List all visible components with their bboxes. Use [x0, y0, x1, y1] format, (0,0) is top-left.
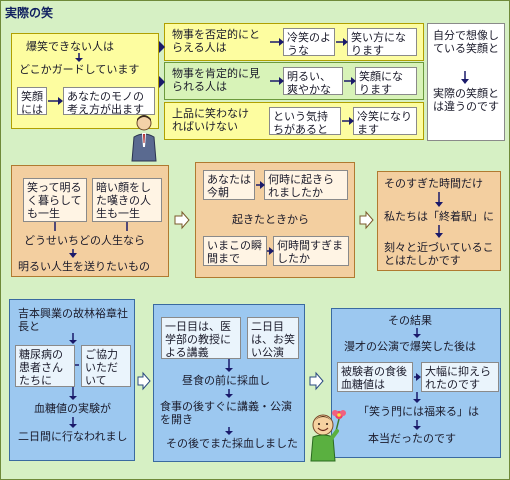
- businessman-figure: [131, 115, 157, 162]
- s1-r1b-box: 冷笑のような: [283, 28, 335, 56]
- s3-c5-text: 「笑う門には福来る」は: [358, 405, 479, 418]
- s3-b3-text: 昼食の前に採血し: [182, 374, 270, 387]
- s2-c2-text: 私たちは「終着駅」に: [384, 210, 494, 223]
- s2-connectors: [54, 181, 443, 258]
- smiling-character: [310, 410, 346, 462]
- s1-r2b-box: 明るい、爽やかな: [283, 67, 343, 95]
- s2-panel-c: [377, 171, 501, 271]
- s2-c1-text: そのすぎた時間だけ: [384, 177, 483, 190]
- s2-c3-text: 刻々と近づいていることはたしかです: [384, 241, 494, 267]
- s3-b4-text: 食事の後すぐに講義・公演を開き: [160, 400, 292, 426]
- s1-r1a-text: 物事を否定的にとらえる人は: [172, 28, 260, 54]
- s2-b1-box: あなたは今朝: [203, 170, 255, 200]
- s3-c2-text: 漫才の公演で爆笑した後は: [344, 340, 476, 353]
- s1-r3a-text: 上品に笑わなければいけない: [172, 107, 249, 133]
- s3-b1-box: 一日目は、医学部の教授による講義: [161, 317, 241, 359]
- s3-a5-text: 二日間に行なわれました: [18, 430, 128, 444]
- s1-r3c-box: 冷笑になります: [353, 107, 417, 135]
- s3-c3-box: 被験者の食後血糖値は: [337, 362, 413, 392]
- s3-b2-box: 二日目は、お笑い公演: [247, 317, 299, 359]
- s2-a3-text: どうせいちどの人生なら: [24, 234, 145, 247]
- s3-c1-text: その結果: [388, 314, 432, 327]
- s1-connectors: [48, 38, 469, 125]
- s2-b2-box: 何時に起きられましたか: [264, 170, 348, 200]
- s1-left-a-box: 笑顔には: [17, 87, 47, 115]
- s3-a2-box: 糖尿病の患者さんたちに: [15, 345, 75, 387]
- s2-a2-box: 暗い顔をした嘆きの人生も一生: [92, 178, 162, 222]
- s1-left-top-text: 爆笑できない人は: [26, 40, 114, 53]
- s1-left-b-box: あなたのモノの考え方が出ます: [63, 87, 155, 115]
- s1-r3b-box: という気持ちがあると: [269, 107, 341, 135]
- s2-b4-box: いまこの瞬間まで: [203, 236, 267, 266]
- s3-b5-text: その後でまた採血しました: [166, 437, 298, 450]
- s3-a1-text: 吉本興業の故林裕章社長と: [18, 307, 128, 333]
- s2-b3-text: 起きたときから: [232, 213, 309, 226]
- s1-r1c-box: 笑い方になります: [347, 28, 417, 56]
- s1-left-mid-text: どこかガードしています: [19, 63, 140, 76]
- s1-r2c-box: 笑顔になります: [355, 67, 417, 95]
- s2-a4-text: 明るい人生を送りたいもの: [18, 260, 150, 273]
- s1-side-a-text: 自分で想像している笑顔と: [433, 29, 499, 55]
- s1-r2a-text: 物事を肯定的に見られる人は: [172, 67, 260, 93]
- s2-b5-box: 何時間すぎましたか: [273, 236, 349, 266]
- s3-a4-text: 血糖値の実験が: [34, 402, 111, 415]
- page-title: 実際の笑: [5, 6, 54, 20]
- s3-c6-text: 本当だったのです: [368, 432, 456, 445]
- s2-a1-box: 笑って明るく暮らしても一生: [23, 178, 87, 222]
- s1-side-b-text: 実際の笑顔とは違うのです: [433, 87, 499, 113]
- s3-c4-box: 大幅に抑えられたのです: [421, 362, 499, 392]
- s3-a3-box: ご協力いただいて: [81, 345, 131, 387]
